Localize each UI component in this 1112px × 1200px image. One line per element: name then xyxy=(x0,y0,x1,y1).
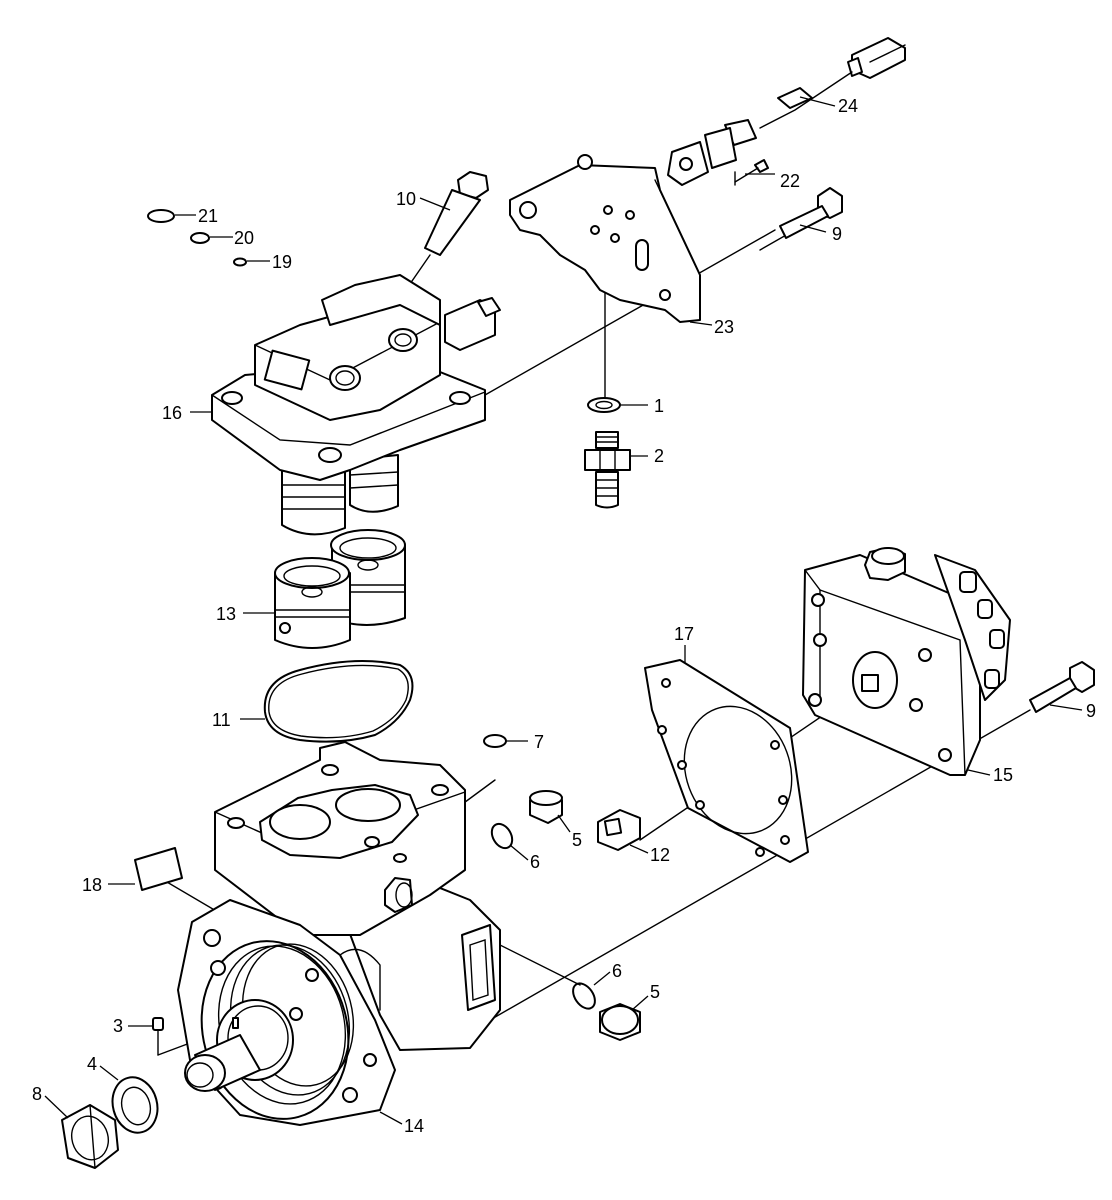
part-13-tappets xyxy=(274,529,406,649)
callout-9-right: 9 xyxy=(1086,701,1096,721)
part-23-bracket xyxy=(509,154,701,323)
part-5-plug-lower xyxy=(599,1003,641,1041)
callout-14: 14 xyxy=(404,1116,424,1136)
callout-18: 18 xyxy=(82,875,102,895)
callout-10: 10 xyxy=(396,189,416,209)
part-9-bolt-top xyxy=(779,187,843,239)
callout-21: 21 xyxy=(198,206,218,226)
leader-lines xyxy=(44,96,1083,1125)
callout-labels: 1 2 3 4 5 5 6 6 7 8 9 9 10 11 12 13 14 1… xyxy=(32,96,1096,1136)
part-14-pump-housing xyxy=(177,741,501,1126)
callout-16: 16 xyxy=(162,403,182,423)
callout-7: 7 xyxy=(534,732,544,752)
callout-12: 12 xyxy=(650,845,670,865)
callout-20: 20 xyxy=(234,228,254,248)
part-24-sensor-harness xyxy=(667,37,906,186)
part-1-washer xyxy=(587,397,621,413)
part-6-o-ring-upper xyxy=(490,822,514,850)
callout-23: 23 xyxy=(714,317,734,337)
part-12-coupling xyxy=(597,809,641,851)
part-9-bolt-right xyxy=(1029,661,1095,713)
part-10-bolt xyxy=(424,171,489,256)
callout-1: 1 xyxy=(654,396,664,416)
part-15-feed-pump xyxy=(802,547,1011,776)
callout-3: 3 xyxy=(113,1016,123,1036)
part-22-screw xyxy=(734,159,769,186)
callout-15: 15 xyxy=(993,765,1013,785)
part-18-plate xyxy=(134,847,183,891)
callout-11: 11 xyxy=(212,710,231,730)
part-11-gasket-ring xyxy=(263,660,414,743)
part-4-washer xyxy=(111,1076,159,1134)
callout-17: 17 xyxy=(674,624,694,644)
callout-19: 19 xyxy=(272,252,292,272)
callout-4: 4 xyxy=(87,1054,97,1074)
part-8-nut xyxy=(61,1104,119,1169)
callout-2: 2 xyxy=(654,446,664,466)
part-5-plug-upper xyxy=(529,790,563,824)
callout-9-top: 9 xyxy=(832,224,842,244)
part-3-key xyxy=(152,1017,164,1031)
part-6-o-ring-lower xyxy=(572,982,596,1010)
o-rings-21-20-19 xyxy=(147,209,270,267)
part-2-fitting xyxy=(584,431,631,509)
callout-5-upper: 5 xyxy=(572,830,582,850)
part-16-pump-head xyxy=(211,274,501,536)
part-17-gasket xyxy=(644,659,809,863)
part-7-o-ring xyxy=(483,734,507,748)
callout-22: 22 xyxy=(780,171,800,191)
callout-5-lower: 5 xyxy=(650,982,660,1002)
callout-8: 8 xyxy=(32,1084,42,1104)
callout-13: 13 xyxy=(216,604,236,624)
callout-24: 24 xyxy=(838,96,858,116)
callout-6-lower: 6 xyxy=(612,961,622,981)
callout-6-upper: 6 xyxy=(530,852,540,872)
